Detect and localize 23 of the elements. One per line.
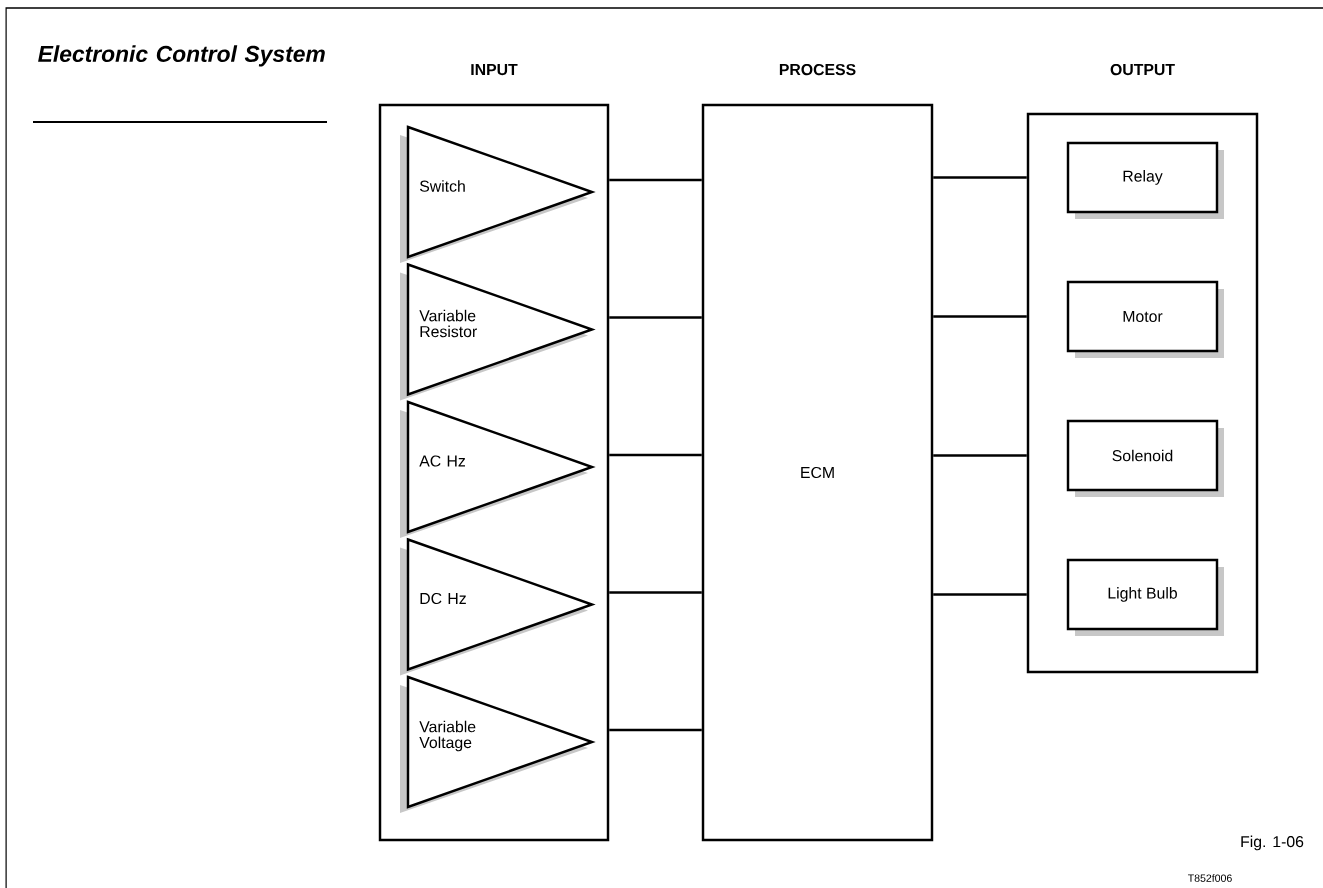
connector-line [933,176,1027,179]
connector-line [609,178,702,182]
connector-line [933,315,1027,318]
triangle-block: Variable Voltage [400,675,596,813]
title: Electronic Control System [38,45,325,67]
triangle-block: AC Hz [400,400,596,538]
node-label: INPUT [471,64,518,76]
connector-line [933,593,1027,596]
output-box: Motor [1066,280,1224,358]
node-label: OUTPUT [1110,63,1175,76]
figure-number: Fig. 1-06 [1241,835,1304,851]
connector-line [609,728,702,732]
output-box: Light Bulb [1066,558,1224,636]
connector-line [933,454,1027,457]
file-code: T852f006 [1188,874,1232,882]
group-box: PROCESS ECM [701,63,934,842]
output-box: Relay [1066,141,1224,219]
connector-line [609,316,702,319]
node-label: PROCESS [779,63,856,76]
output-box: Solenoid [1066,419,1224,497]
connector-line [609,591,702,594]
connector-line [609,453,702,457]
triangle-block: Switch [400,125,596,263]
